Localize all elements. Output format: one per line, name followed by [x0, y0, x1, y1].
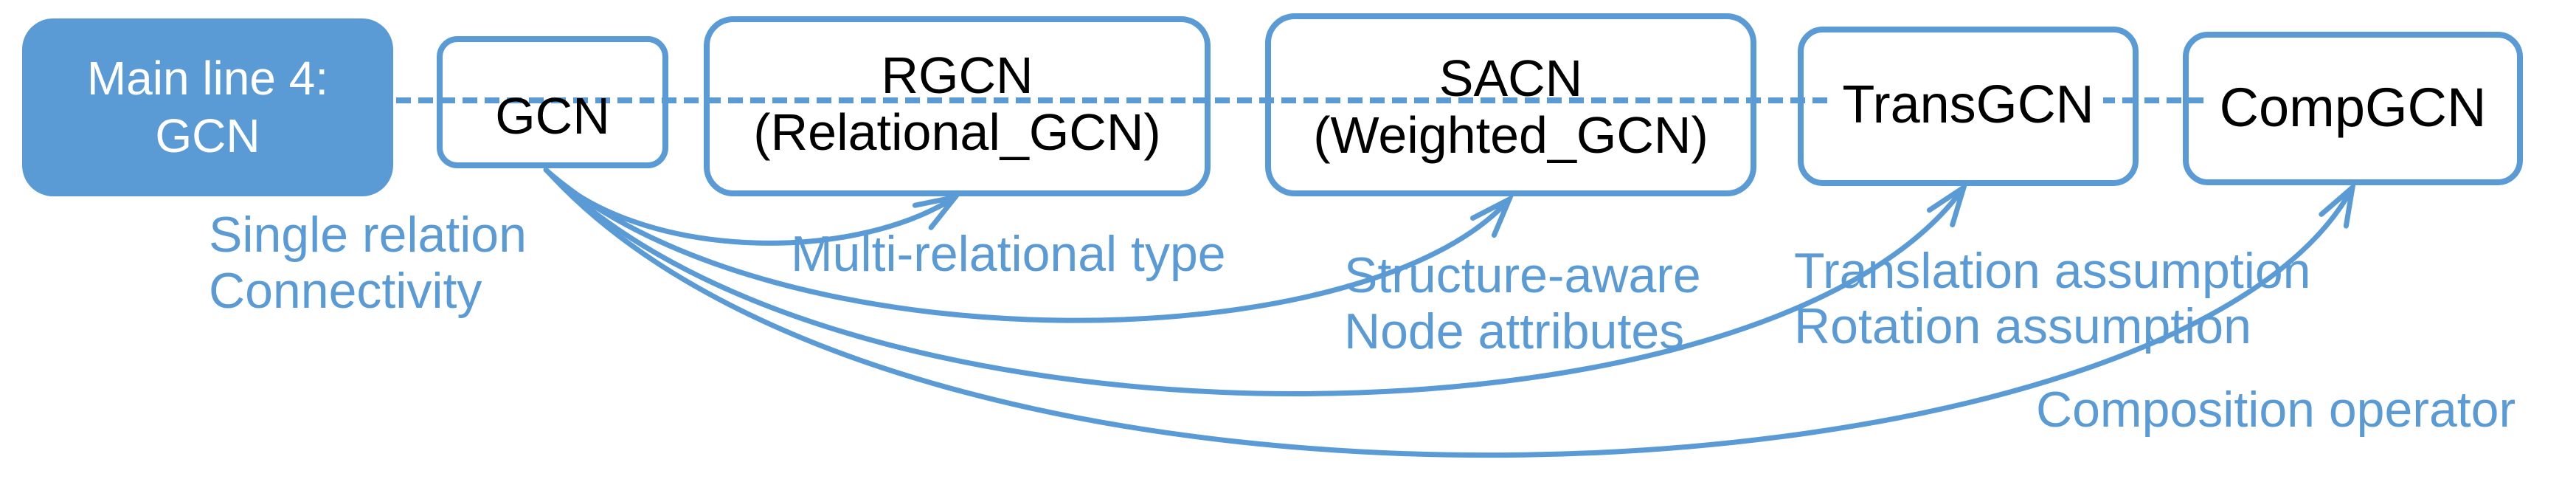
annotation-line: Composition operator — [2036, 382, 2516, 438]
node-sacn-label: SACN (Weighted_GCN) — [1271, 50, 1751, 164]
node-rgcn-label: RGCN (Relational_GCN) — [710, 47, 1205, 161]
node-gcn: GCN — [437, 36, 668, 168]
annotation-line: Translation assumption — [1794, 243, 2311, 299]
node-label-line: SACN — [1438, 49, 1583, 107]
evolution-arrow-gcn-to-compgcn — [547, 171, 2357, 458]
node-label-line: (Relational_GCN) — [753, 103, 1161, 161]
annotation-line: Multi-relational type — [791, 226, 1226, 282]
node-label-line: RGCN — [881, 46, 1033, 104]
node-label-line: TransGCN — [1833, 75, 2103, 134]
annotation-line: Connectivity — [209, 263, 482, 319]
annotation-multi-relational-type: Multi-relational type — [791, 226, 1226, 282]
annotation-line: Node attributes — [1344, 303, 1685, 359]
node-label-line: (Weighted_GCN) — [1313, 106, 1708, 164]
annotation-translation-rotation: Translation assumption Rotation assumpti… — [1794, 244, 2311, 354]
annotation-composition-operator: Composition operator — [2036, 382, 2516, 438]
node-transgcn: TransGCN — [1798, 27, 2139, 186]
annotation-line: Structure-aware — [1344, 247, 1701, 303]
node-rgcn: RGCN (Relational_GCN) — [704, 16, 1211, 196]
annotation-single-relation: Single relation Connectivity — [209, 207, 527, 319]
title-line-1: Main line 4: — [86, 52, 329, 105]
node-compgcn: CompGCN — [2183, 32, 2523, 185]
node-label-line: CompGCN — [2210, 77, 2496, 138]
evolution-arrow-gcn-to-sacn — [544, 168, 1515, 323]
annotation-structure-aware: Structure-aware Node attributes — [1344, 247, 1701, 359]
node-compgcn-label: CompGCN — [2189, 77, 2517, 138]
title-line-2: GCN — [155, 109, 260, 162]
node-sacn: SACN (Weighted_GCN) — [1265, 13, 1756, 196]
annotation-line: Rotation assumption — [1794, 298, 2251, 354]
node-gcn-label: GCN — [443, 88, 662, 145]
node-transgcn-label: TransGCN — [1804, 75, 2133, 134]
main-line-title-box: Main line 4: GCN — [22, 18, 393, 196]
node-label-line: GCN — [495, 87, 610, 145]
evolution-arrow-gcn-to-transgcn — [546, 170, 1969, 396]
annotation-line: Single relation — [209, 207, 527, 263]
